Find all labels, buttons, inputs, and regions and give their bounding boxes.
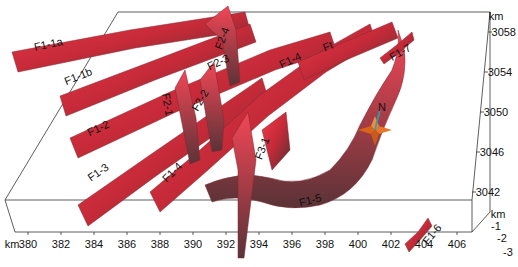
northing-tick-label: 3042 [476,187,500,198]
fault-name: F1-1b [63,66,94,87]
easting-tick-label: 388 [151,239,169,250]
axis-unit: km [491,209,506,220]
north-label: N [378,102,386,113]
north-compass [358,110,392,146]
depth-tick-label: -2 [497,233,507,244]
easting-tick-label: 400 [349,239,367,250]
axis-unit: km [5,239,20,250]
fault-name: F3-1 [253,135,271,160]
easting-tick-label: 386 [118,239,136,250]
easting-tick-label: 382 [52,239,70,250]
depth-tick-label: -3 [503,247,513,258]
easting-tick-label: 392 [217,239,235,250]
easting-tick-label: 394 [250,239,268,250]
northing-tick-label: 3050 [484,107,508,118]
easting-tick-label: 396 [283,239,301,250]
northing-tick-label: 3054 [488,67,512,78]
axis-ticks [28,32,492,235]
northing-tick-label: 3058 [492,27,516,38]
fault-surfaces [12,6,432,258]
axis-unit: km [489,11,504,22]
easting-tick-label: 404 [415,239,433,250]
northing-tick-label: 3046 [480,147,504,158]
depth-tick-label: -1 [491,221,501,232]
easting-tick-label: 406 [448,239,466,250]
easting-tick-label: 384 [85,239,103,250]
easting-tick-label: 398 [316,239,334,250]
fault-name: F1-3 [86,161,111,183]
easting-tick-label: 390 [184,239,202,250]
easting-tick-label: 402 [382,239,400,250]
easting-tick-label: 380 [19,239,37,250]
